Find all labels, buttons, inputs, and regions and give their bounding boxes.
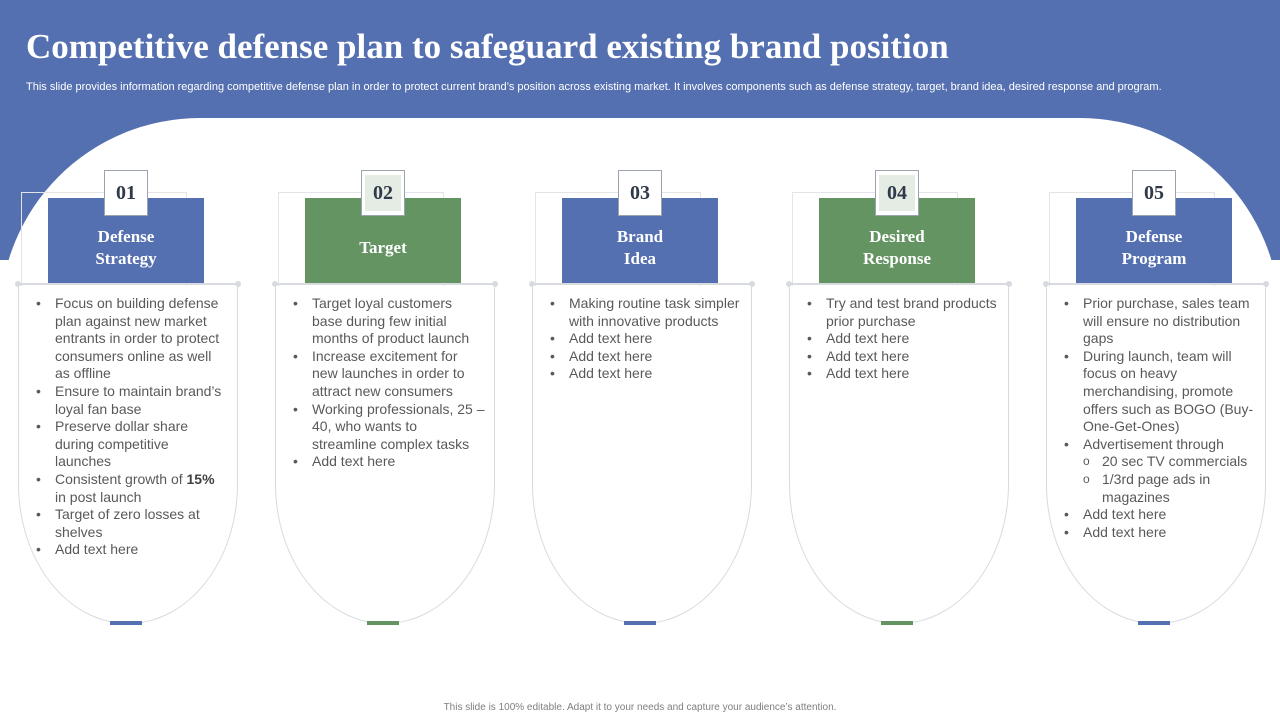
card-target: Target 02 Target loyal customers base du… bbox=[272, 170, 498, 630]
card-connector bbox=[272, 281, 498, 287]
card-number-badge: 04 bbox=[875, 170, 919, 216]
card-heading-line1: Defense bbox=[1125, 227, 1183, 246]
card-heading-line1: Brand bbox=[616, 227, 664, 246]
slide-title: Competitive defense plan to safeguard ex… bbox=[26, 27, 949, 66]
list-item: Ensure to maintain brand’s loyal fan bas… bbox=[36, 383, 228, 418]
card-number: 03 bbox=[622, 175, 658, 211]
card-number-badge: 02 bbox=[361, 170, 405, 216]
list-item-text: Consistent growth of bbox=[55, 470, 187, 487]
card-bottom-tick bbox=[881, 621, 913, 625]
list-item: Add text here bbox=[807, 330, 999, 348]
slide-footer: This slide is 100% editable. Adapt it to… bbox=[443, 702, 837, 713]
card-connector bbox=[786, 281, 1012, 287]
card-connector bbox=[1043, 281, 1269, 287]
card-number-badge: 05 bbox=[1132, 170, 1176, 216]
slide-subtitle: This slide provides information regardin… bbox=[26, 81, 1162, 93]
card-connector bbox=[529, 281, 755, 287]
list-item-text: in post launch bbox=[55, 488, 142, 505]
list-item: Add text here bbox=[550, 365, 742, 383]
card-bottom-tick bbox=[367, 621, 399, 625]
card-bullet-list: Target loyal customers base during few i… bbox=[293, 295, 485, 471]
card-number: 02 bbox=[365, 175, 401, 211]
list-item: Increase excitement for new launches in … bbox=[293, 348, 485, 401]
list-item: Add text here bbox=[1064, 524, 1256, 542]
card-heading-line2: Strategy bbox=[95, 249, 157, 268]
list-item: Add text here bbox=[550, 348, 742, 366]
card-heading-line1: Target bbox=[359, 238, 407, 257]
sub-list-item: 1/3rd page ads in magazines bbox=[1064, 471, 1256, 506]
card-bottom-tick bbox=[624, 621, 656, 625]
card-bullet-list: Prior purchase, sales team will ensure n… bbox=[1064, 295, 1256, 541]
card-heading-line1: Defense bbox=[97, 227, 155, 246]
card-heading-line2: Program bbox=[1121, 249, 1187, 268]
card-connector bbox=[15, 281, 241, 287]
list-item: Focus on building defense plan against n… bbox=[36, 295, 228, 383]
card-bullet-list: Focus on building defense plan against n… bbox=[36, 295, 228, 559]
highlight-value: 15% bbox=[186, 470, 215, 487]
card-number: 04 bbox=[879, 175, 915, 211]
list-item: Add text here bbox=[293, 453, 485, 471]
card-number: 01 bbox=[108, 175, 144, 211]
card-bottom-tick bbox=[110, 621, 142, 625]
list-item: Advertisement through bbox=[1064, 436, 1256, 454]
card-heading-line2: Response bbox=[862, 249, 931, 268]
list-item: Add text here bbox=[550, 330, 742, 348]
list-item: Making routine task simpler with innovat… bbox=[550, 295, 742, 330]
list-item: Add text here bbox=[36, 541, 228, 559]
list-item: During launch, team will focus on heavy … bbox=[1064, 348, 1256, 436]
list-item: Prior purchase, sales team will ensure n… bbox=[1064, 295, 1256, 348]
list-item: Target of zero losses at shelves bbox=[36, 506, 228, 541]
card-number-badge: 03 bbox=[618, 170, 662, 216]
list-item: Try and test brand products prior purcha… bbox=[807, 295, 999, 330]
card-bottom-tick bbox=[1138, 621, 1170, 625]
card-heading-line2: Idea bbox=[623, 249, 657, 268]
list-item: Add text here bbox=[807, 365, 999, 383]
list-item: Add text here bbox=[1064, 506, 1256, 524]
list-item: Consistent growth of 15% in post launch bbox=[36, 471, 228, 506]
card-bullet-list: Making routine task simpler with innovat… bbox=[550, 295, 742, 383]
card-bullet-list: Try and test brand products prior purcha… bbox=[807, 295, 999, 383]
sub-list-item: 20 sec TV commercials bbox=[1064, 453, 1256, 471]
card-number-badge: 01 bbox=[104, 170, 148, 216]
card-number: 05 bbox=[1136, 175, 1172, 211]
card-heading-line1: Desired bbox=[869, 227, 925, 246]
list-item: Target loyal customers base during few i… bbox=[293, 295, 485, 348]
list-item: Preserve dollar share during competitive… bbox=[36, 418, 228, 471]
list-item: Add text here bbox=[807, 348, 999, 366]
list-item: Working professionals, 25 – 40, who want… bbox=[293, 401, 485, 454]
